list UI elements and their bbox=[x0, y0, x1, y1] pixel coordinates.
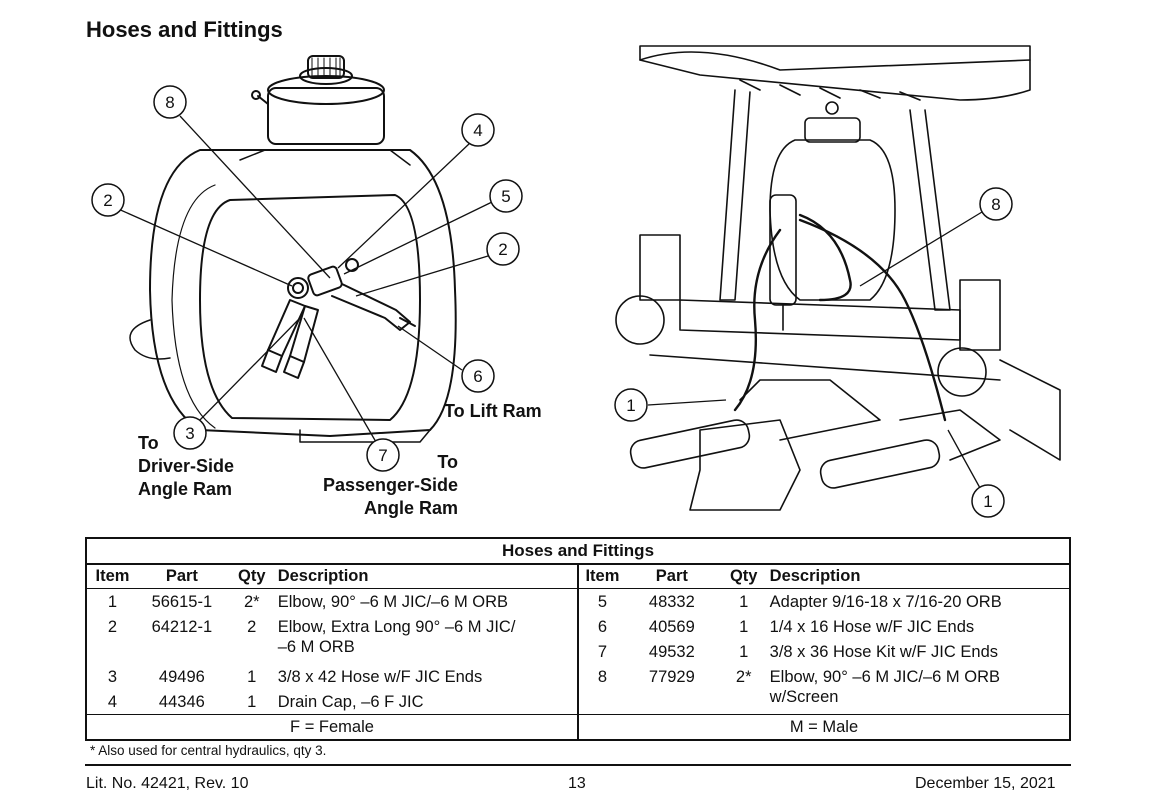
callout-2-left bbox=[91, 183, 125, 217]
driver-side-label: To Driver-Side Angle Ram bbox=[138, 433, 235, 499]
publication-date: December 15, 2021 bbox=[915, 775, 1056, 792]
callout-2-right-text: 2 bbox=[498, 240, 507, 259]
page-number: 13 bbox=[568, 775, 586, 792]
col-part: Part bbox=[625, 564, 718, 589]
callout-8-right-text: 8 bbox=[991, 195, 1000, 214]
reservoir-tank-illustration bbox=[129, 55, 457, 443]
legend-male: M = Male bbox=[576, 714, 1072, 741]
callout-1-right-text: 1 bbox=[983, 492, 992, 511]
parts-table: Hoses and Fittings Item Part Qty Descrip… bbox=[85, 537, 1072, 741]
callout-1-left bbox=[614, 388, 648, 422]
callout-2-left-text: 2 bbox=[103, 191, 112, 210]
passenger-side-label: To Passenger-Side Angle Ram bbox=[322, 452, 458, 518]
callout-4 bbox=[461, 113, 495, 147]
callout-3 bbox=[173, 416, 207, 450]
callout-4-text: 4 bbox=[473, 121, 482, 140]
callout-7-text: 7 bbox=[378, 446, 387, 465]
table-caption: Hoses and Fittings bbox=[85, 537, 1071, 565]
plow-mount-illustration bbox=[615, 45, 1061, 511]
callout-8-left bbox=[153, 85, 187, 119]
table-row: 2 64212-1 2 Elbow, Extra Long 90° –6 M J… bbox=[85, 614, 1072, 664]
callout-1-left-text: 1 bbox=[626, 396, 635, 415]
callout-6 bbox=[461, 359, 495, 393]
col-description: Description bbox=[769, 564, 1072, 589]
footnote: * Also used for central hydraulics, qty … bbox=[90, 743, 327, 758]
table-row: 1 56615-1 2* Elbow, 90° –6 M JIC/–6 M OR… bbox=[85, 588, 1072, 614]
lit-number: Lit. No. 42421, Rev. 10 bbox=[86, 775, 249, 792]
table-row: 4 44346 1 Drain Cap, –6 F JIC bbox=[85, 689, 1070, 715]
to-lift-ram-label: To Lift Ram bbox=[444, 401, 542, 421]
callout-7 bbox=[366, 438, 400, 472]
page-title: Hoses and Fittings bbox=[86, 17, 283, 42]
callout-8-right bbox=[979, 187, 1013, 221]
callout-2-right bbox=[486, 232, 520, 266]
callout-3-text: 3 bbox=[185, 424, 194, 443]
col-qty: Qty bbox=[717, 564, 770, 589]
col-part: Part bbox=[137, 564, 226, 589]
table-row: 3 49496 1 3/8 x 42 Hose w/F JIC Ends 8 7… bbox=[85, 664, 1072, 715]
legend-female: F = Female bbox=[85, 714, 578, 741]
col-qty: Qty bbox=[225, 564, 278, 589]
col-item: Item bbox=[576, 564, 626, 589]
callout-5 bbox=[489, 179, 523, 213]
callout-1-right bbox=[971, 484, 1005, 518]
hydraulic-illustrations: 8 4 2 5 2 6 3 7 8 1 1 bbox=[91, 45, 1061, 518]
callout-8-left-text: 8 bbox=[165, 93, 174, 112]
callout-5-text: 5 bbox=[501, 187, 510, 206]
footer-divider bbox=[85, 764, 1071, 766]
col-item: Item bbox=[85, 564, 138, 589]
col-description: Description bbox=[277, 564, 578, 589]
callout-6-text: 6 bbox=[473, 367, 482, 386]
